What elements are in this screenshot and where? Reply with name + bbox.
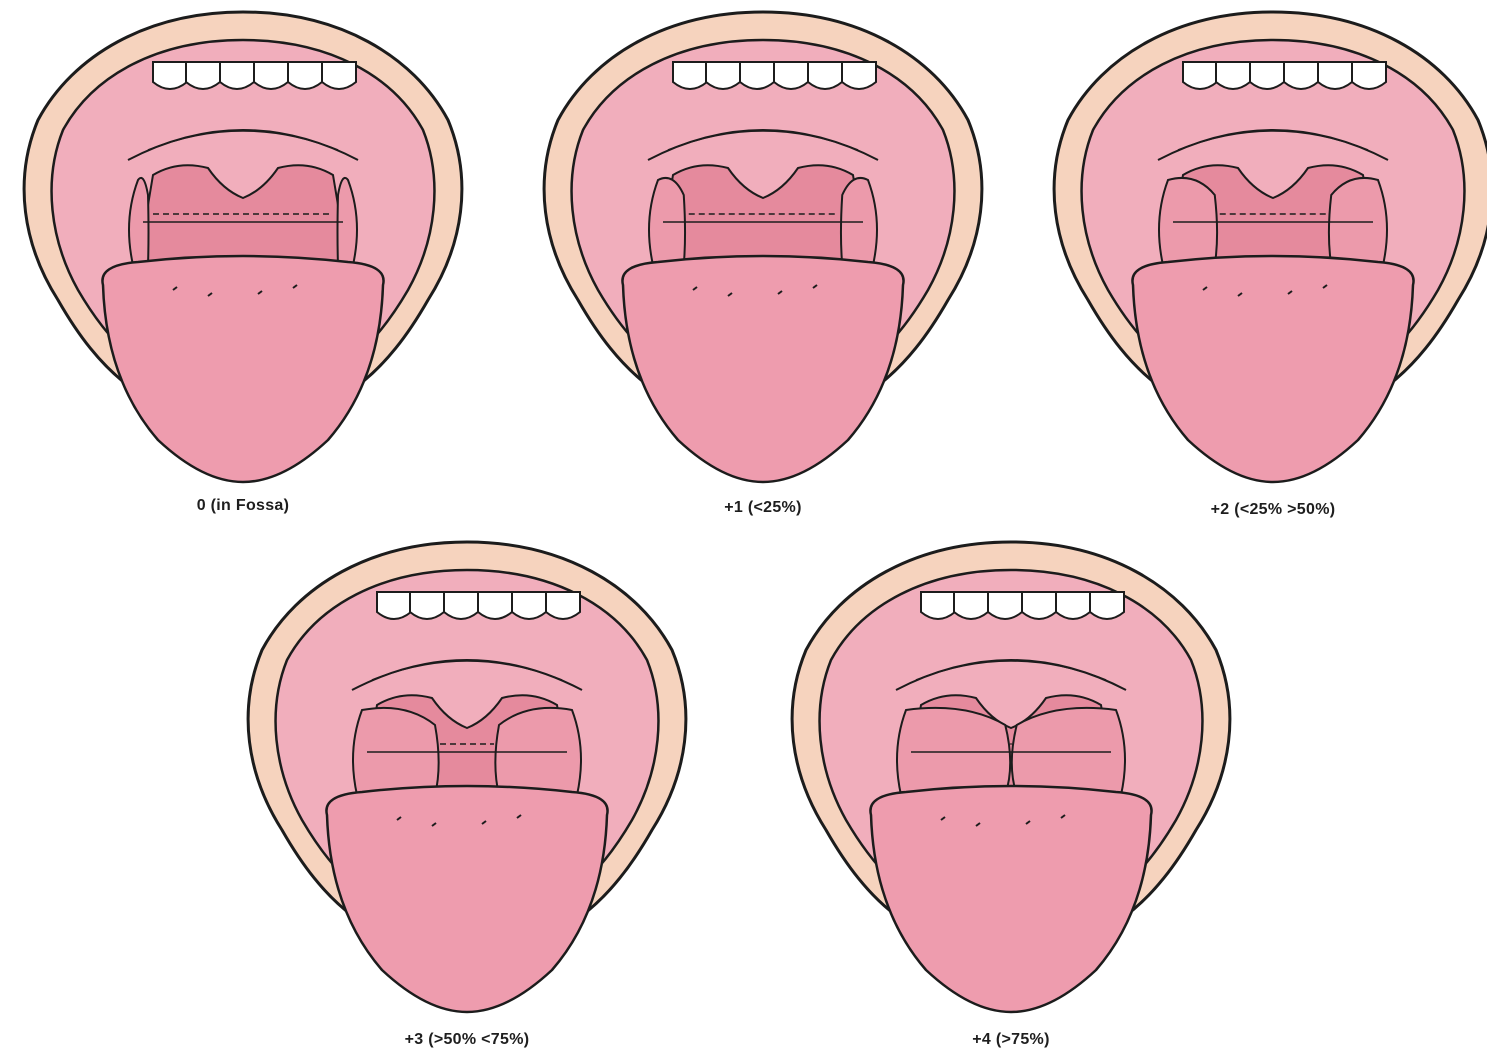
grade-4-mouth-illustration [776, 530, 1246, 1025]
tooth [1216, 62, 1250, 89]
tongue [102, 256, 383, 482]
tooth [410, 592, 444, 619]
tooth [1056, 592, 1090, 619]
tooth [808, 62, 842, 89]
tongue [1132, 256, 1413, 482]
grade-4-panel: +4 (>75%) [776, 530, 1246, 1060]
tooth [512, 592, 546, 619]
tooth [1183, 62, 1217, 89]
tooth [842, 62, 876, 89]
tooth [288, 62, 322, 89]
tooth [1318, 62, 1352, 89]
tooth [706, 62, 740, 89]
grade-2-caption: +2 (<25% >50%) [1038, 501, 1487, 519]
grade-0-mouth-illustration [8, 0, 478, 495]
tooth [254, 62, 288, 89]
tooth [478, 592, 512, 619]
tooth [988, 592, 1022, 619]
tooth [921, 592, 955, 619]
grade-1-caption: +1 (<25%) [528, 499, 998, 517]
grade-3-caption: +3 (>50% <75%) [232, 1031, 702, 1049]
tooth [153, 62, 187, 89]
tooth [377, 592, 411, 619]
tooth [1250, 62, 1284, 89]
tooth [1022, 592, 1056, 619]
grade-2-panel: +2 (<25% >50%) [1038, 0, 1487, 530]
grade-1-mouth-illustration [528, 0, 998, 495]
grade-2-mouth-illustration [1038, 0, 1487, 495]
tooth [1352, 62, 1386, 89]
tooth [1284, 62, 1318, 89]
tooth [954, 592, 988, 619]
tooth [740, 62, 774, 89]
tongue [622, 256, 903, 482]
grade-0-caption: 0 (in Fossa) [8, 497, 478, 515]
tongue [326, 786, 607, 1012]
grade-3-panel: +3 (>50% <75%) [232, 530, 702, 1060]
tooth [322, 62, 356, 89]
tooth [1090, 592, 1124, 619]
grade-0-panel: 0 (in Fossa) [8, 0, 478, 530]
tooth [444, 592, 478, 619]
tooth [673, 62, 707, 89]
tooth [186, 62, 220, 89]
tooth [546, 592, 580, 619]
grade-1-panel: +1 (<25%) [528, 0, 998, 530]
tooth [220, 62, 254, 89]
tooth [774, 62, 808, 89]
grade-4-caption: +4 (>75%) [776, 1031, 1246, 1049]
grade-3-mouth-illustration [232, 530, 702, 1025]
tongue [870, 786, 1151, 1012]
